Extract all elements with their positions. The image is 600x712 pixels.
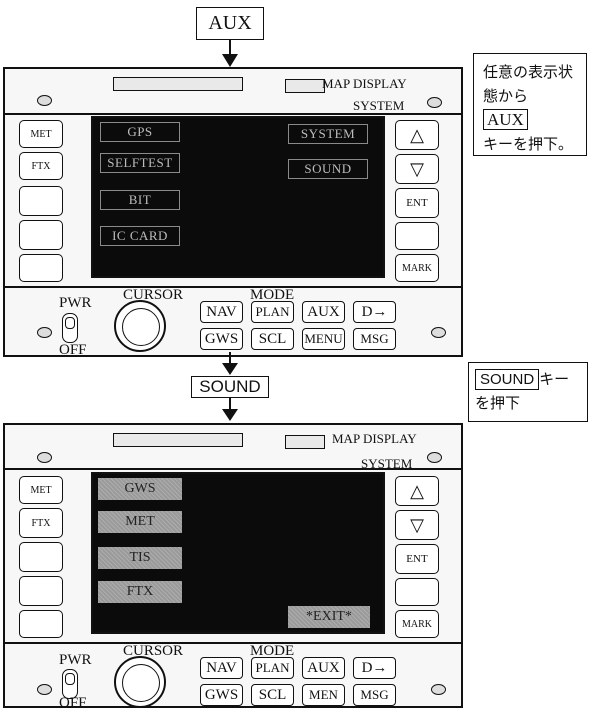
ftx-button[interactable]: FTX (19, 508, 63, 538)
ent-button[interactable]: ENT (395, 544, 439, 574)
softkey-system[interactable]: SYSTEM (288, 124, 368, 144)
met-button[interactable]: MET (19, 120, 63, 148)
aux-step-text: AUX (208, 12, 252, 34)
screw-icon (431, 684, 446, 695)
header-divider (3, 468, 463, 470)
small-slot (285, 79, 325, 93)
power-switch[interactable] (62, 313, 78, 343)
up-triangle-icon: △ (410, 480, 424, 501)
msg-key[interactable]: MSG (353, 684, 396, 706)
mark-button[interactable]: MARK (395, 254, 439, 282)
note-line-2: を押下 (475, 394, 521, 412)
cursor-knob[interactable] (114, 656, 166, 708)
plan-key[interactable]: PLAN (251, 301, 294, 323)
mode-label: MODE (250, 287, 295, 303)
blank-right-button[interactable] (395, 578, 439, 606)
down-arrow-icon (217, 40, 243, 68)
gws-key[interactable]: GWS (200, 684, 243, 706)
blank-left-button[interactable] (19, 254, 63, 282)
screw-icon (431, 327, 446, 338)
nav-key[interactable]: NAV (200, 657, 243, 679)
screw-icon (427, 97, 442, 108)
blank-right-button[interactable] (395, 222, 439, 250)
note-line-3: キーを押下。 (483, 135, 574, 153)
direct-to-key[interactable]: D→ (353, 301, 396, 323)
mark-button[interactable]: MARK (395, 610, 439, 638)
softkey-gps[interactable]: GPS (100, 122, 180, 142)
small-slot (285, 435, 325, 449)
map-display-label: MAP DISPLAY (332, 431, 417, 446)
cursor-label: CURSOR (123, 287, 184, 303)
blank-left-button[interactable] (19, 576, 63, 606)
plan-key[interactable]: PLAN (251, 657, 294, 679)
scl-key[interactable]: SCL (251, 684, 294, 706)
sound-item-met[interactable]: MET (98, 511, 182, 533)
up-arrow-button[interactable]: △ (395, 120, 439, 150)
gws-key[interactable]: GWS (200, 328, 243, 350)
softkey-bit[interactable]: BIT (100, 190, 180, 210)
scl-key[interactable]: SCL (251, 328, 294, 350)
map-display-label: MAP DISPLAY (322, 76, 407, 91)
aux-key[interactable]: AUX (302, 301, 345, 323)
pwr-label: PWR (59, 295, 92, 311)
nav-key[interactable]: NAV (200, 301, 243, 323)
blank-left-button[interactable] (19, 186, 63, 216)
off-label: OFF (59, 342, 87, 358)
off-label: OFF (59, 695, 87, 711)
blank-left-button[interactable] (19, 610, 63, 638)
screw-icon (37, 95, 52, 106)
screw-icon (37, 452, 52, 463)
blank-left-button[interactable] (19, 542, 63, 572)
sound-item-gws[interactable]: GWS (98, 478, 182, 500)
screw-icon (37, 327, 52, 338)
down-arrow-icon (217, 352, 243, 376)
direct-to-key[interactable]: D→ (353, 657, 396, 679)
card-slot (113, 77, 243, 91)
header-divider (3, 113, 463, 115)
softkey-selftest[interactable]: SELFTEST (100, 153, 180, 173)
up-arrow-button[interactable]: △ (395, 476, 439, 506)
sound-key-ref: SOUND (475, 369, 540, 390)
system-label: SYSTEM (353, 98, 405, 113)
softkey-sound[interactable]: SOUND (288, 159, 368, 179)
msg-key[interactable]: MSG (353, 328, 396, 350)
menu-key[interactable]: MEN (302, 684, 345, 706)
system-label: SYSTEM (361, 456, 413, 471)
instruction-note-aux: 任意の表示状 態から AUX キーを押下。 (473, 53, 587, 156)
down-arrow-button[interactable]: ▽ (395, 154, 439, 184)
cursor-label: CURSOR (123, 643, 184, 659)
down-triangle-icon: ▽ (410, 514, 424, 535)
pwr-label: PWR (59, 652, 92, 668)
ent-button[interactable]: ENT (395, 188, 439, 218)
power-switch[interactable] (62, 669, 78, 699)
mode-label: MODE (250, 643, 295, 659)
body-divider (3, 286, 463, 288)
aux-step-label: AUX (196, 7, 264, 40)
aux-key-ref: AUX (483, 109, 528, 130)
ftx-button[interactable]: FTX (19, 152, 63, 180)
sound-step-text: SOUND (199, 377, 261, 396)
down-arrow-icon (217, 398, 243, 422)
softkey-ic-card[interactable]: IC CARD (100, 226, 180, 246)
sound-step-label: SOUND (191, 376, 269, 398)
note-line-1: 任意の表示状 (483, 63, 574, 81)
exit-item[interactable]: *EXIT* (288, 606, 370, 628)
note-line-2: 態から AUX (483, 87, 529, 130)
card-slot (113, 433, 243, 447)
menu-key[interactable]: MENU (302, 328, 345, 350)
screw-icon (427, 452, 442, 463)
up-triangle-icon: △ (410, 124, 424, 145)
met-button[interactable]: MET (19, 476, 63, 504)
body-divider (3, 642, 463, 644)
screw-icon (37, 684, 52, 695)
aux-key[interactable]: AUX (302, 657, 345, 679)
down-triangle-icon: ▽ (410, 158, 424, 179)
sound-item-tis[interactable]: TIS (98, 547, 182, 569)
down-arrow-button[interactable]: ▽ (395, 510, 439, 540)
blank-left-button[interactable] (19, 220, 63, 250)
cursor-knob[interactable] (114, 300, 166, 352)
sound-item-ftx[interactable]: FTX (98, 581, 182, 603)
